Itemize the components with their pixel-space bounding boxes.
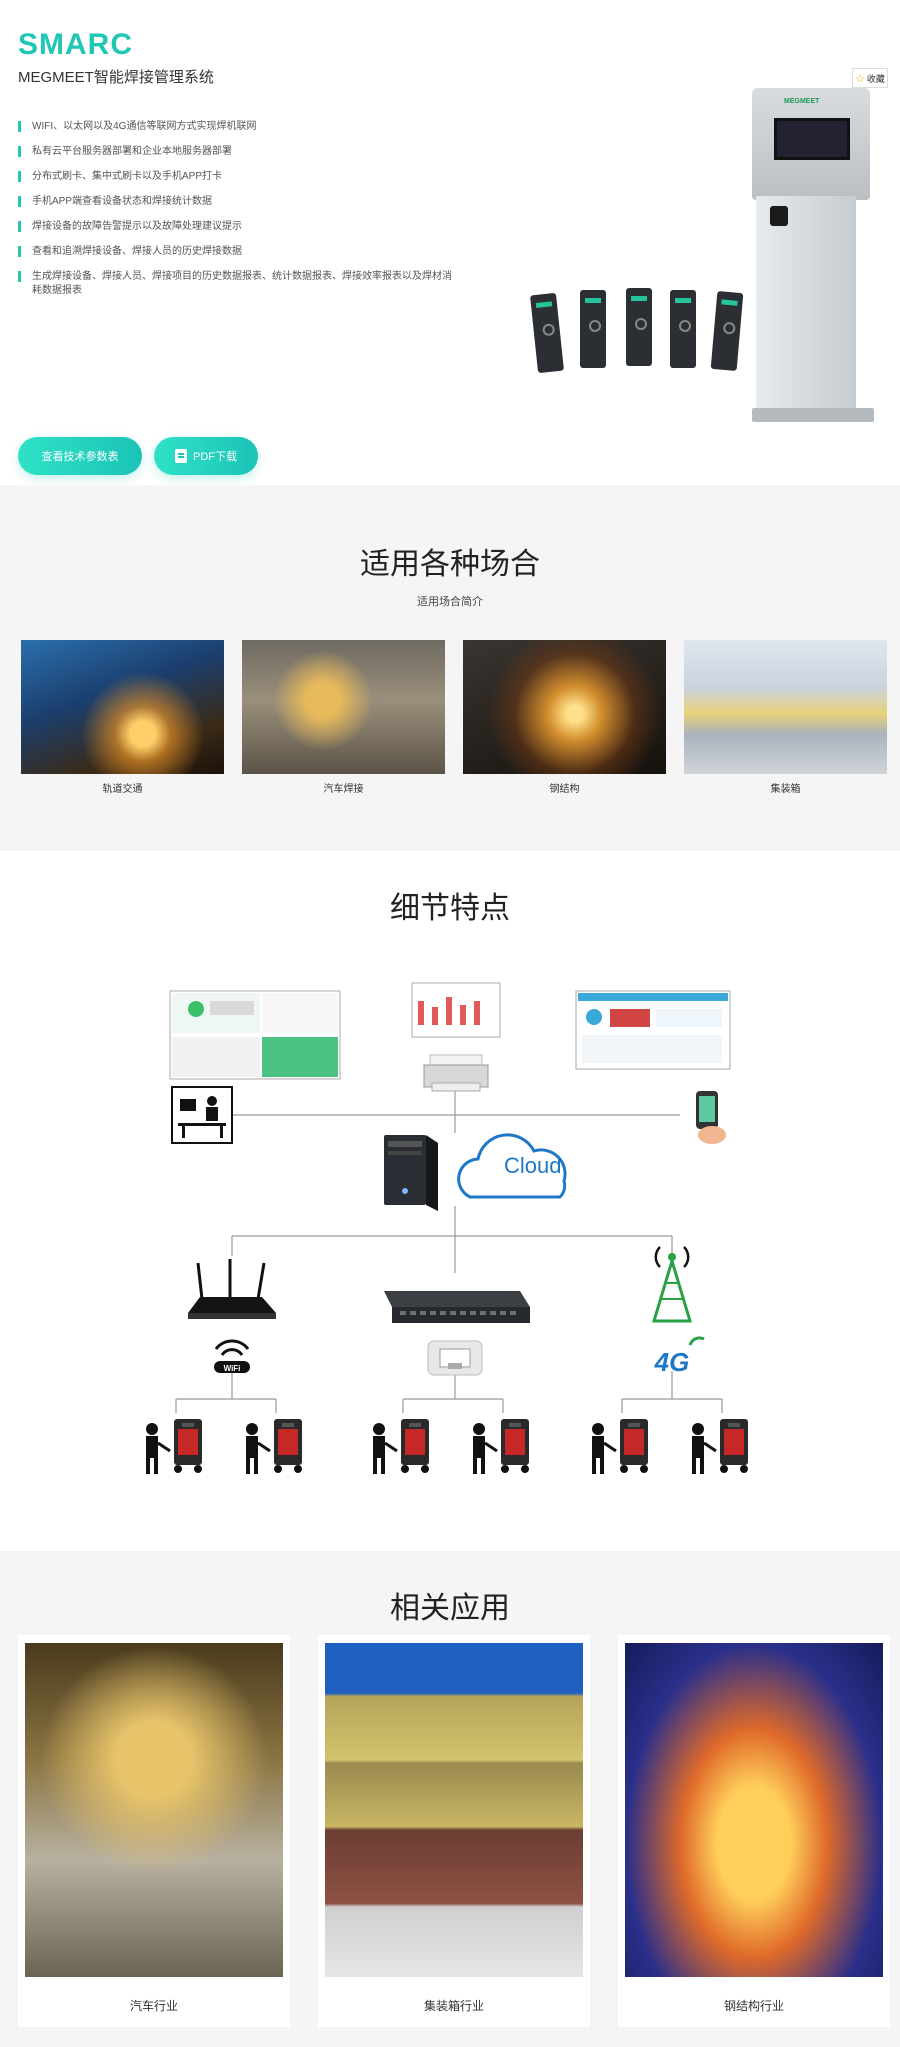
server-icon	[384, 1135, 438, 1211]
applications-section: 相关应用 汽车行业 集装箱行业 钢结构行业	[0, 1551, 900, 2047]
application-image	[625, 1643, 883, 1977]
hero-section: SMARC MEGMEET智能焊接管理系统 ☆ 收藏 WIFI、以太网以及4G通…	[0, 0, 900, 485]
card-reader-device-image	[626, 288, 652, 366]
welder-with-machine-icon	[592, 1419, 648, 1474]
scene-card-container[interactable]: 集装箱	[684, 640, 887, 795]
kiosk-terminal-image: MEGMEET	[752, 88, 876, 424]
dashboard-screen-image	[575, 990, 731, 1070]
view-specs-button[interactable]: 查看技术参数表	[18, 437, 142, 475]
4g-label: 4G	[654, 1347, 690, 1377]
kiosk-logo: MEGMEET	[784, 98, 820, 105]
feature-item: 生成焊接设备、焊接人员、焊接项目的历史数据报表、统计数据报表、焊接效率报表以及焊…	[18, 270, 458, 298]
pdf-download-button[interactable]: PDF下载	[154, 437, 258, 475]
scene-label: 钢结构	[549, 784, 580, 795]
network-diagram: Cloud WiFi	[146, 982, 748, 1474]
feature-item: WIFI、以太网以及4G通信等联网方式实现焊机联网	[18, 120, 458, 134]
welder-with-machine-icon	[692, 1419, 748, 1474]
app-card-steel[interactable]: 钢结构行业	[618, 1635, 890, 2027]
mobile-phone-icon	[680, 1089, 736, 1145]
product-subtitle: MEGMEET智能焊接管理系统	[18, 69, 214, 86]
application-image	[25, 1643, 283, 1977]
detail-title: 细节特点	[390, 892, 510, 925]
scene-label: 汽车焊接	[323, 784, 364, 795]
scene-image	[684, 640, 887, 774]
scene-card-steel[interactable]: 钢结构	[463, 640, 666, 795]
welder-with-machine-icon	[246, 1419, 302, 1474]
scene-card-rail[interactable]: 轨道交通	[21, 640, 224, 795]
feature-item: 分布式刷卡、集中式刷卡以及手机APP打卡	[18, 170, 458, 184]
scene-image	[463, 640, 666, 774]
feature-list: WIFI、以太网以及4G通信等联网方式实现焊机联网 私有云平台服务器部署和企业本…	[18, 120, 458, 309]
star-icon: ☆	[855, 72, 865, 85]
feature-item: 查看和追溯焊接设备、焊接人员的历史焊接数据	[18, 245, 458, 259]
wifi-label: WiFi	[224, 1364, 241, 1373]
card-reader-device-image	[710, 291, 744, 371]
card-reader-device-image	[670, 290, 696, 368]
application-label: 汽车行业	[129, 1999, 178, 2013]
detail-section: 细节特点	[0, 851, 900, 1551]
network-switch-icon	[384, 1291, 530, 1323]
cell-tower-icon	[651, 1246, 693, 1323]
pdf-download-label: PDF下载	[193, 451, 237, 463]
card-reader-device-image	[580, 290, 606, 368]
feature-item: 焊接设备的故障告警提示以及故障处理建议提示	[18, 220, 458, 234]
wifi-icon: WiFi	[214, 1339, 250, 1373]
scene-label: 集装箱	[770, 784, 801, 795]
scene-image	[242, 640, 445, 774]
wifi-router-icon	[188, 1259, 276, 1319]
brand-title: SMARC	[18, 28, 133, 61]
cloud-label: Cloud	[504, 1153, 561, 1178]
pdf-icon	[175, 449, 187, 463]
applications-title: 相关应用	[390, 1592, 510, 1625]
printer-icon	[411, 982, 501, 1092]
scenes-title: 适用各种场合	[360, 548, 540, 581]
app-card-container[interactable]: 集装箱行业	[318, 1635, 590, 2027]
scene-card-auto[interactable]: 汽车焊接	[242, 640, 445, 795]
scene-label: 轨道交通	[102, 784, 143, 795]
feature-item: 私有云平台服务器部署和企业本地服务器部署	[18, 145, 458, 159]
scenes-subtitle: 适用场合简介	[417, 596, 483, 608]
welder-with-machine-icon	[146, 1419, 202, 1474]
favorite-button[interactable]: ☆ 收藏	[852, 68, 888, 88]
cloud-icon: Cloud	[457, 1133, 567, 1199]
4g-icon: 4G	[654, 1336, 705, 1377]
ethernet-port-icon	[427, 1340, 483, 1376]
scene-image	[21, 640, 224, 774]
welder-groups	[146, 1419, 748, 1474]
card-reader-device-image	[529, 292, 565, 374]
app-card-automotive[interactable]: 汽车行业	[18, 1635, 290, 2027]
welder-with-machine-icon	[373, 1419, 429, 1474]
software-screens-image	[169, 990, 341, 1080]
feature-item: 手机APP端查看设备状态和焊接统计数据	[18, 195, 458, 209]
application-image	[325, 1643, 583, 1977]
favorite-label: 收藏	[866, 73, 885, 84]
welder-with-machine-icon	[473, 1419, 529, 1474]
kiosk-screen	[774, 118, 850, 160]
application-label: 钢结构行业	[723, 1999, 784, 2013]
operator-at-desk-icon	[171, 1086, 233, 1144]
application-label: 集装箱行业	[423, 1999, 484, 2013]
kiosk-card-reader	[770, 206, 788, 226]
scenes-section: 适用各种场合 适用场合简介 轨道交通 汽车焊接 钢结构 集装箱	[0, 485, 900, 851]
